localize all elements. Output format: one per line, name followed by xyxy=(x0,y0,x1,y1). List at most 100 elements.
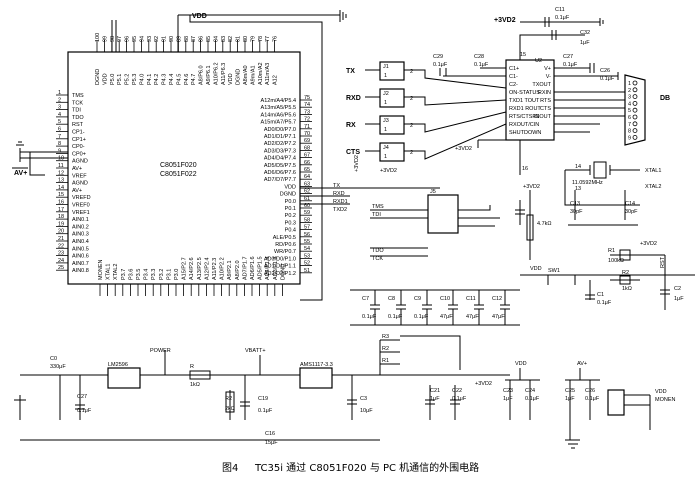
jtag-header: J5 TMS TDI TDO TCK 4.7kΩ +3VD2 xyxy=(370,184,552,262)
mcu-right-pin-num: 72 xyxy=(304,117,310,123)
cap-c26-top-value: 0.1μF xyxy=(600,76,615,82)
res-r2c: R2 xyxy=(382,346,389,352)
crystal-pin1: 14 xyxy=(575,164,581,170)
mcu-left-pin-num: 12 xyxy=(58,170,64,176)
mcu-left-pin-num: 14 xyxy=(58,185,64,191)
res-r2-value: 1kΩ xyxy=(622,286,632,292)
vdd-3v3-shutdown: +3VD2 xyxy=(455,146,472,152)
db9-pin xyxy=(632,134,638,140)
mcu-top-pin-name: A12 xyxy=(273,75,279,85)
mcu-right-pin-num: 68 xyxy=(304,145,310,151)
mcu-right-pin-name: AD3/D3/P7.3 xyxy=(264,148,296,154)
cap-c13: C13 xyxy=(570,201,580,207)
u2-right-pin-name: V+ xyxy=(544,66,551,72)
mcu-bottom-pin-name: AD4/P1.4 xyxy=(265,256,271,280)
mcu-left-pin-name: CP1- xyxy=(72,130,85,136)
decoupling-cap-symbol xyxy=(370,290,380,325)
vdd-3v3-bottom: +3VD2 xyxy=(475,381,492,387)
mcu-right-pin-name: VDD xyxy=(284,184,296,190)
vdd-3v3-jtag: +3VD2 xyxy=(523,184,540,190)
decoupling-cap-value: 0.1μF xyxy=(414,314,429,320)
mcu-bottom-pin-name: P3.6 xyxy=(128,269,134,280)
u2-right-pin-name: V- xyxy=(546,74,551,80)
db9-pin-num: 8 xyxy=(628,129,631,135)
mcu-right-pin-name: AD2/D2/P7.2 xyxy=(264,141,296,147)
sig-rxd1: RXD1 xyxy=(333,199,348,205)
mcu-right-pin-name: P0.0 xyxy=(285,199,296,205)
decoupling-cap-ref: C9 xyxy=(414,296,421,302)
mcu-right-pin-num: 54 xyxy=(304,246,310,252)
mcu-left-pin-num: 25 xyxy=(58,265,64,271)
res-r-value: 1kΩ xyxy=(190,382,200,388)
mcu-right-pin-name: DGND xyxy=(280,192,296,198)
mcu-left-pin-name: AIN0.3 xyxy=(72,232,89,238)
cap-c2: C2 xyxy=(674,286,681,292)
u2-left-pin-name: C1- xyxy=(509,74,518,80)
av-plus-label: AV+ xyxy=(14,170,27,177)
mcu-top-pin-num: 78 xyxy=(258,36,264,42)
mcu-top-pin-name: A8m/A0 xyxy=(243,65,249,85)
db9-pin xyxy=(632,107,638,113)
sig-tx: TX xyxy=(333,183,340,189)
mcu-left-pin-name: AGND xyxy=(72,159,88,165)
mcu-bottom-pin-name: AD5/P1.5 xyxy=(258,256,264,280)
db9-pin-num: 2 xyxy=(628,88,631,94)
decoupling-cap-value: 47μF xyxy=(440,314,453,320)
mcu-bottom-pin-name: A14/P2.6 xyxy=(189,257,195,280)
vdd-3v3-top: +3VD2 xyxy=(494,17,516,24)
cap-c23: C23 xyxy=(503,388,513,394)
db9-pin-num: 6 xyxy=(628,115,631,121)
mcu-bottom-pin-name: A15/P2.7 xyxy=(182,257,188,280)
mcu-bottom-pin-name: AD7/P1.7 xyxy=(242,256,248,280)
mcu-bottom-pin-name: P3.7 xyxy=(121,269,127,280)
mcu-top-pin-num: 98 xyxy=(110,36,116,42)
mcu-left-pin-num: 4 xyxy=(58,112,61,118)
mcu-right-pin-name: AD4/D4/P7.4 xyxy=(264,156,296,162)
mcu-bottom-pin-name: P3.5 xyxy=(136,269,142,280)
mcu-right-pin-num: 75 xyxy=(304,95,310,101)
mcu-right-pins: 75A12m/A4/P5.474A13m/A5/P5.573A14m/A6/P5… xyxy=(261,95,312,277)
jtag-tdi: TDI xyxy=(372,212,381,218)
res-r: R xyxy=(190,364,194,370)
jumper-pin2: 2 xyxy=(410,150,413,156)
db9-pin xyxy=(632,114,638,120)
u2-left-pin-name: RXD1 ROUT xyxy=(509,106,541,112)
vdd-bottom-label: VDD xyxy=(515,361,527,367)
jtag-tck: TCK xyxy=(372,256,383,262)
jtag-body xyxy=(427,194,459,234)
cap-c1-value: 0.1μF xyxy=(597,300,612,306)
mcu-top-pin-name: P4.2 xyxy=(154,74,160,85)
cap-c14-value: 30pF xyxy=(625,209,638,215)
cap-c3-value: 10μF xyxy=(360,408,373,414)
mcu-left-pin-name: VREF xyxy=(72,173,87,179)
mcu-right-pin-num: 67 xyxy=(304,153,310,159)
mcu-top-pin-name: P5.0 xyxy=(110,74,116,85)
decoupling-cap-ref: C10 xyxy=(440,296,450,302)
decoupling-cap-ref: C12 xyxy=(492,296,502,302)
ams1117-body xyxy=(299,367,333,389)
cap-c11: C11 xyxy=(555,7,565,13)
cap-c14: C14 xyxy=(625,201,635,207)
power-label: POWER xyxy=(150,348,171,354)
mcu-top-pin-name: P5.1 xyxy=(117,74,123,85)
mcu-right-pin-num: 61 xyxy=(304,196,310,202)
decoupling-cap-ref: C8 xyxy=(388,296,395,302)
mcu-left-pin-num: 15 xyxy=(58,192,64,198)
mcu-right-pin-num: 63 xyxy=(304,181,310,187)
vdd-monen-label: VDD xyxy=(655,389,667,395)
mcu-right-pin-num: 70 xyxy=(304,131,310,137)
cap-c0: C0 xyxy=(50,356,57,362)
mcu-left-pin-name: VREFD xyxy=(72,195,91,201)
jumper-body xyxy=(379,115,405,135)
mcu-left-pin-num: 1 xyxy=(58,90,61,96)
cap-c22: C22 xyxy=(452,388,462,394)
mcu-left-pin-name: AIN0.6 xyxy=(72,254,89,260)
u2-left-pin-name: C1+ xyxy=(509,66,519,72)
cap-c27-top: C27 xyxy=(563,54,573,60)
jumper-route xyxy=(404,96,507,106)
mcu-serial-lines: TX RXD RXD1 TXD2 +3VD2 +3VD2 xyxy=(300,155,440,213)
mcu-top-pin-name: P4.4 xyxy=(169,74,175,85)
